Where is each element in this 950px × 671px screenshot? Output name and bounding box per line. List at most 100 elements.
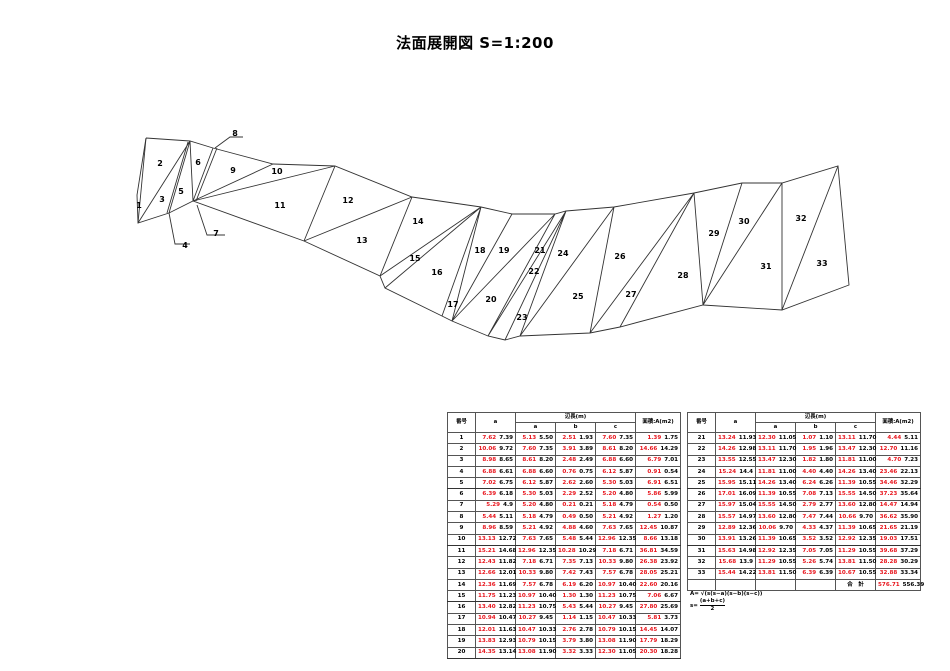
heron-formula: A= √(s(s−a)(s−b)(s−c)) s= (a+b+c)2 <box>690 591 762 613</box>
value-black: 10.55 <box>858 547 877 554</box>
value-red: 10.97 <box>598 581 616 588</box>
col-header-no: 番号 <box>447 412 476 433</box>
value-black: 11.50 <box>858 558 877 565</box>
value-red: 12.66 <box>478 570 496 577</box>
value-black: 4.37 <box>819 525 833 532</box>
value-red: 36.62 <box>879 513 898 520</box>
row-number: 15 <box>447 590 476 603</box>
value-red: 12.43 <box>478 558 496 565</box>
value-black: 0.50 <box>579 513 593 520</box>
col-header-a-total: a <box>475 412 516 433</box>
value-black: 6.20 <box>579 581 593 588</box>
value-black: 2.78 <box>579 626 593 633</box>
value-black: 12.82 <box>498 604 517 611</box>
s-prefix: s= <box>690 603 698 609</box>
total-red: 576.71 <box>878 581 900 588</box>
value-red: 15.57 <box>718 513 736 520</box>
value-black: 11.90 <box>538 649 557 656</box>
value-red: 2.48 <box>562 457 577 464</box>
value-red: 12.01 <box>478 626 496 633</box>
value-black: 7.01 <box>664 457 679 464</box>
value-black: 15.04 <box>738 502 757 509</box>
row-number: 24 <box>687 465 716 479</box>
value-black: 8.65 <box>499 457 513 464</box>
row-number: 14 <box>447 578 476 592</box>
value-black: 14.50 <box>778 502 797 509</box>
row-number: 28 <box>687 511 716 524</box>
value-red: 7.60 <box>522 445 537 452</box>
value-black: 7.44 <box>819 513 833 520</box>
value-red: 5.43 <box>562 604 577 611</box>
triangle-label: 9 <box>230 166 236 175</box>
value-black: 7.35 <box>539 445 553 452</box>
value-red: 5.86 <box>647 491 662 498</box>
value-red: 2.62 <box>562 479 577 486</box>
value-red: 39.68 <box>879 547 898 554</box>
value-black: 9.80 <box>619 558 634 565</box>
value-black: 15.11 <box>738 479 757 486</box>
value-red: 10.67 <box>838 570 856 577</box>
value-black: 6.75 <box>499 479 513 486</box>
value-black: 7.43 <box>579 570 593 577</box>
total-label: 合 計 <box>834 578 877 592</box>
value-red: 14.26 <box>838 468 856 475</box>
value-red: 5.81 <box>647 615 662 622</box>
row-number: 30 <box>687 533 716 546</box>
value-black: 7.65 <box>619 525 634 532</box>
triangle-label: 23 <box>516 313 527 322</box>
triangle-label: 24 <box>557 249 569 258</box>
triangle-label: 31 <box>760 262 772 271</box>
value-black: 0.50 <box>664 502 679 509</box>
value-black: 11.90 <box>618 637 637 644</box>
value-red: 15.63 <box>718 547 736 554</box>
value-black: 11.70 <box>778 445 797 452</box>
value-black: 14.98 <box>738 547 757 554</box>
value-black: 4.92 <box>619 513 634 520</box>
value-black: 11.00 <box>858 457 877 464</box>
value-black: 12.30 <box>858 445 877 452</box>
value-black: 1.15 <box>579 615 593 622</box>
value-red: 0.54 <box>647 502 662 509</box>
value-red: 23.46 <box>879 468 898 475</box>
row-number: 22 <box>687 443 716 456</box>
value-black: 4.40 <box>819 468 833 475</box>
triangle-label: 8 <box>232 129 238 138</box>
value-red: 7.57 <box>522 581 537 588</box>
triangle-label: 14 <box>412 217 424 226</box>
triangle-label: 20 <box>485 295 497 304</box>
value-red: 5.20 <box>602 491 617 498</box>
value-red: 1.95 <box>802 445 817 452</box>
